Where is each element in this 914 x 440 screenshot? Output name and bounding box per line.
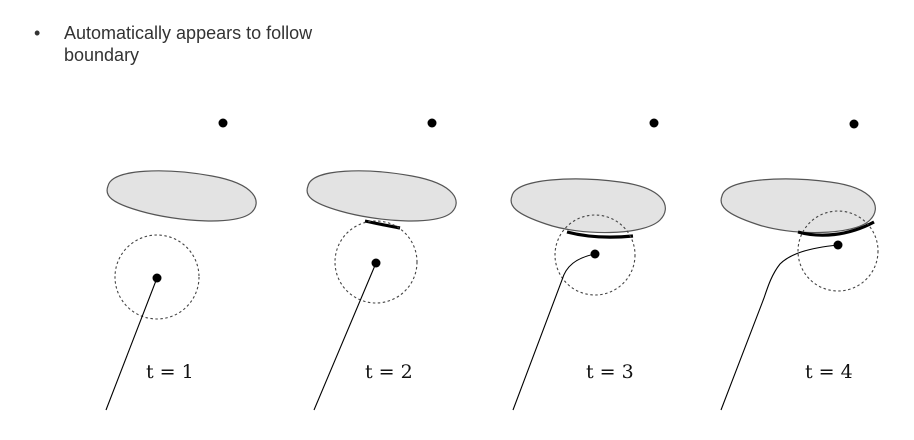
time-label: t = 2 — [365, 361, 413, 383]
robot-path — [105, 277, 158, 411]
panel-t2: t = 2 — [306, 118, 457, 411]
robot-point — [833, 240, 843, 250]
robot-point — [152, 273, 162, 283]
obstacle — [306, 170, 457, 222]
goal-point — [218, 118, 228, 128]
panel-t4: t = 4 — [720, 119, 879, 411]
robot-point — [590, 249, 600, 259]
panel-t3: t = 3 — [510, 118, 666, 411]
time-label: t = 4 — [805, 361, 853, 383]
goal-point — [849, 119, 859, 129]
sensor-range-circle — [334, 220, 418, 304]
boundary-segment — [364, 219, 401, 230]
bullet-text: Automatically appears to follow boundary — [64, 23, 313, 65]
boundary-segment — [797, 220, 875, 237]
goal-point — [649, 118, 659, 128]
sensor-range-circle — [114, 234, 200, 320]
obstacle — [720, 178, 876, 234]
sensor-range-circle — [554, 214, 636, 296]
obstacle — [106, 170, 257, 222]
robot-path — [512, 253, 596, 411]
bullet-marker: • — [34, 23, 41, 43]
bullet-point: • Automatically appears to follow bounda… — [34, 22, 324, 66]
boundary-segment — [566, 230, 634, 239]
panel-t1: t = 1 — [105, 118, 257, 411]
obstacle — [510, 178, 666, 234]
robot-point — [371, 258, 381, 268]
time-label: t = 1 — [146, 361, 194, 383]
time-label: t = 3 — [586, 361, 634, 383]
robot-path — [313, 262, 377, 411]
sensor-range-circle — [797, 210, 879, 292]
goal-point — [427, 118, 437, 128]
robot-path — [720, 244, 839, 411]
